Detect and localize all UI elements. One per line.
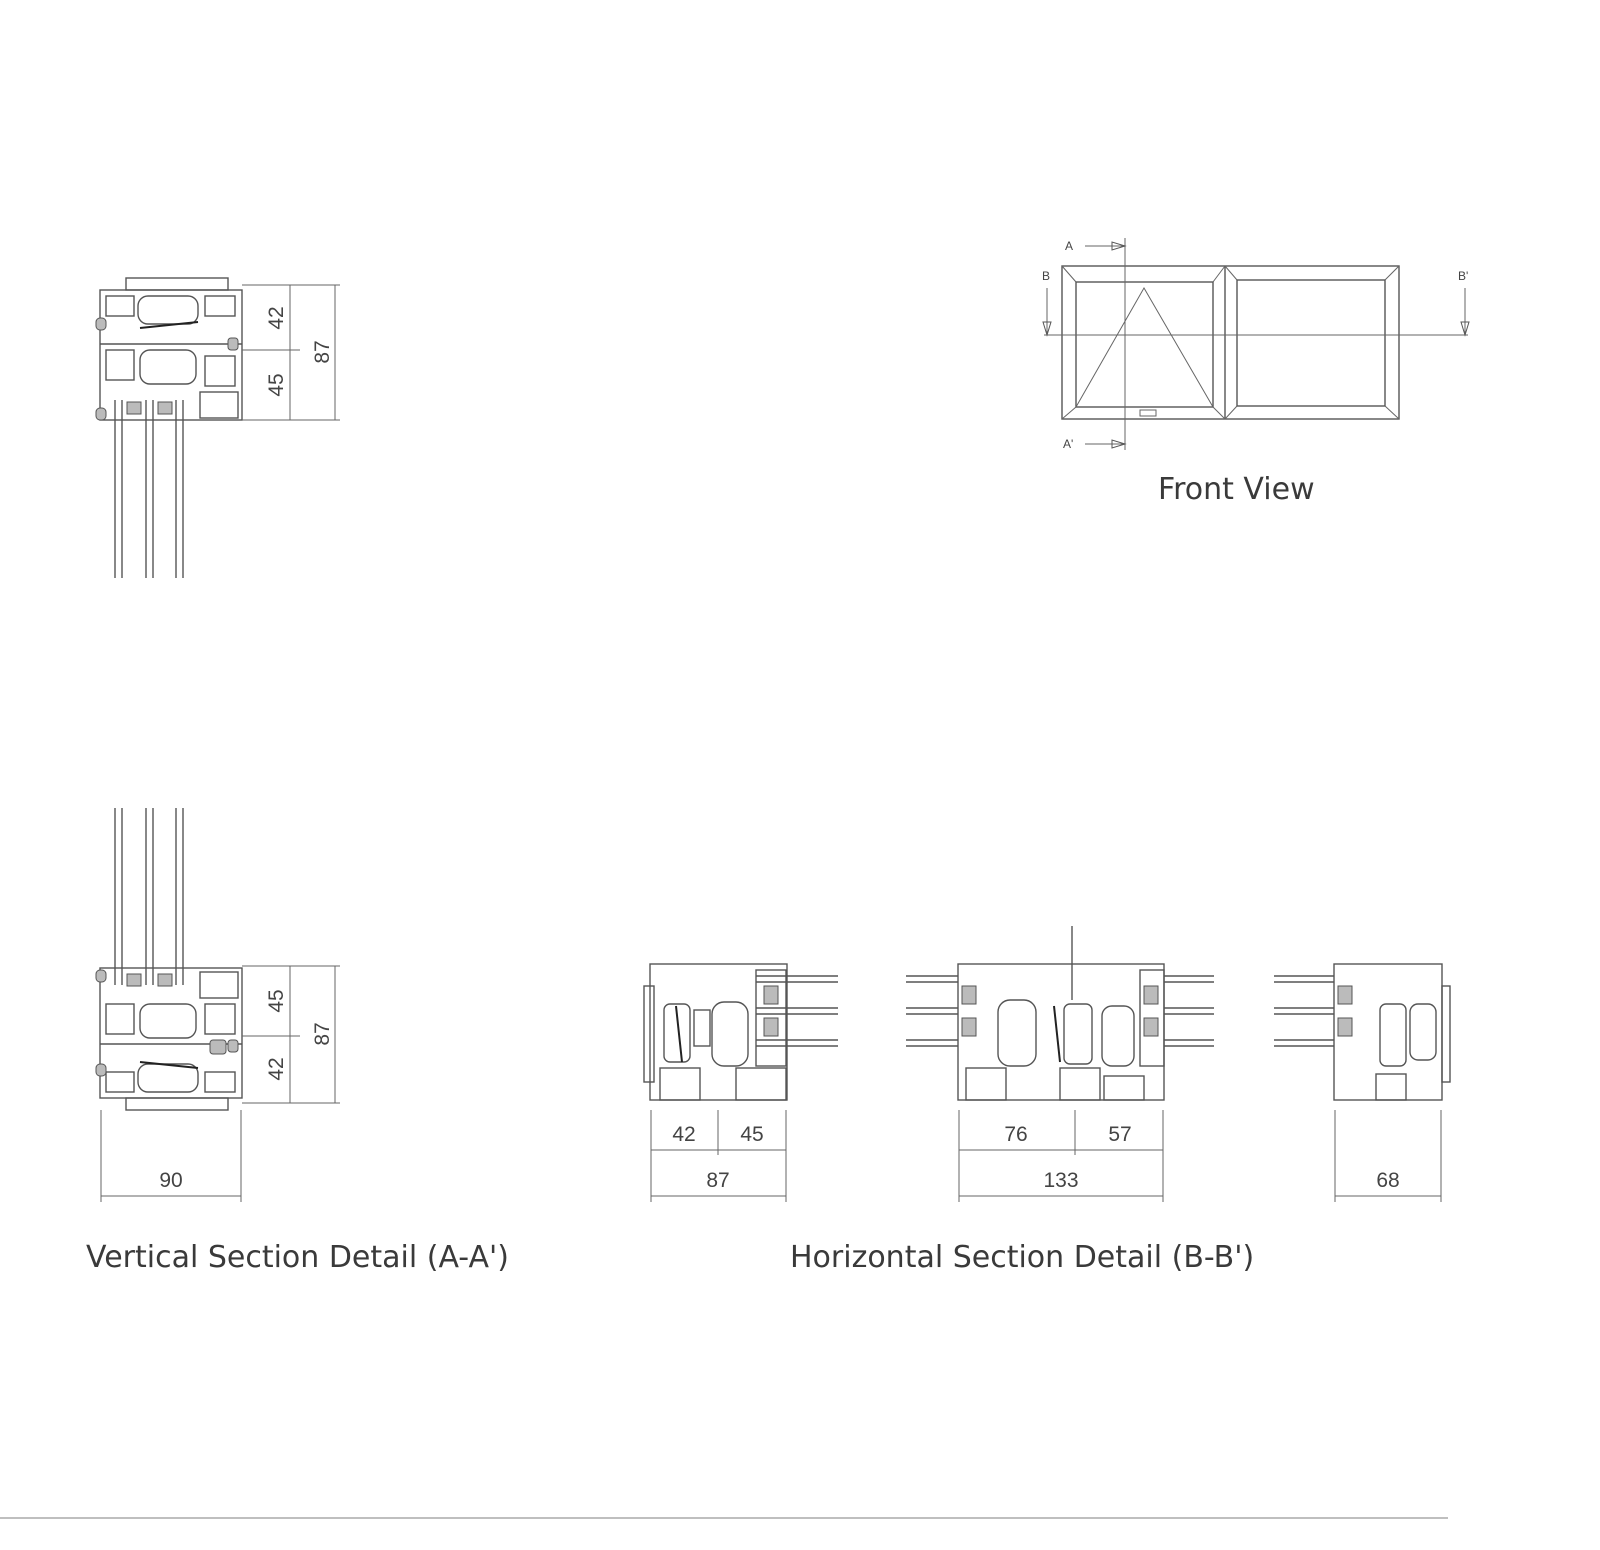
right-fixed-pane (1236, 279, 1386, 407)
bottom-frame-profile (99, 967, 243, 1099)
dim-h-mid-total: 133 (1043, 1169, 1078, 1192)
dim-top-upper: 42 (265, 306, 288, 329)
dim-top-lower: 45 (265, 373, 288, 396)
marker-a-prime: A' (1063, 437, 1073, 451)
dim-bottom-width: 90 (159, 1169, 182, 1192)
marker-b-prime: B' (1458, 269, 1468, 283)
marker-b: B (1042, 269, 1050, 283)
dim-bottom-lower: 42 (265, 1057, 288, 1080)
dim-h-left-total: 87 (706, 1169, 729, 1192)
horizontal-section-middle: 76 57 133 (906, 926, 1214, 1202)
dim-h-left-a: 42 (672, 1123, 695, 1146)
middle-mullion-profile (957, 963, 1165, 1101)
dim-h-left-b: 45 (740, 1123, 763, 1146)
horizontal-section-left: 42 45 87 (643, 963, 838, 1202)
window-outer-frame (1061, 265, 1400, 420)
vertical-section-top: 42 45 87 (95, 277, 340, 578)
marker-a: A (1065, 239, 1073, 253)
vertical-section-bottom: 45 42 87 90 (95, 808, 340, 1202)
dim-h-mid-a: 76 (1004, 1123, 1027, 1146)
dim-h-right-total: 68 (1376, 1169, 1399, 1192)
dim-top-total: 87 (311, 340, 334, 363)
left-sash (1075, 281, 1214, 408)
horizontal-section-right: 68 (1274, 963, 1451, 1202)
front-view-drawing: A A' B B' (1042, 238, 1470, 451)
handle-icon (1139, 409, 1157, 417)
horizontal-section-caption: Horizontal Section Detail (B-B') (790, 1240, 1255, 1275)
front-view-caption: Front View (1158, 472, 1315, 507)
top-frame-profile (99, 289, 243, 421)
dim-bottom-upper: 45 (265, 989, 288, 1012)
dim-bottom-total: 87 (311, 1022, 334, 1045)
left-jamb-profile (649, 963, 788, 1101)
opening-direction-triangle (1075, 286, 1214, 408)
vertical-section-caption: Vertical Section Detail (A-A') (86, 1240, 509, 1275)
dim-h-mid-b: 57 (1108, 1123, 1131, 1146)
